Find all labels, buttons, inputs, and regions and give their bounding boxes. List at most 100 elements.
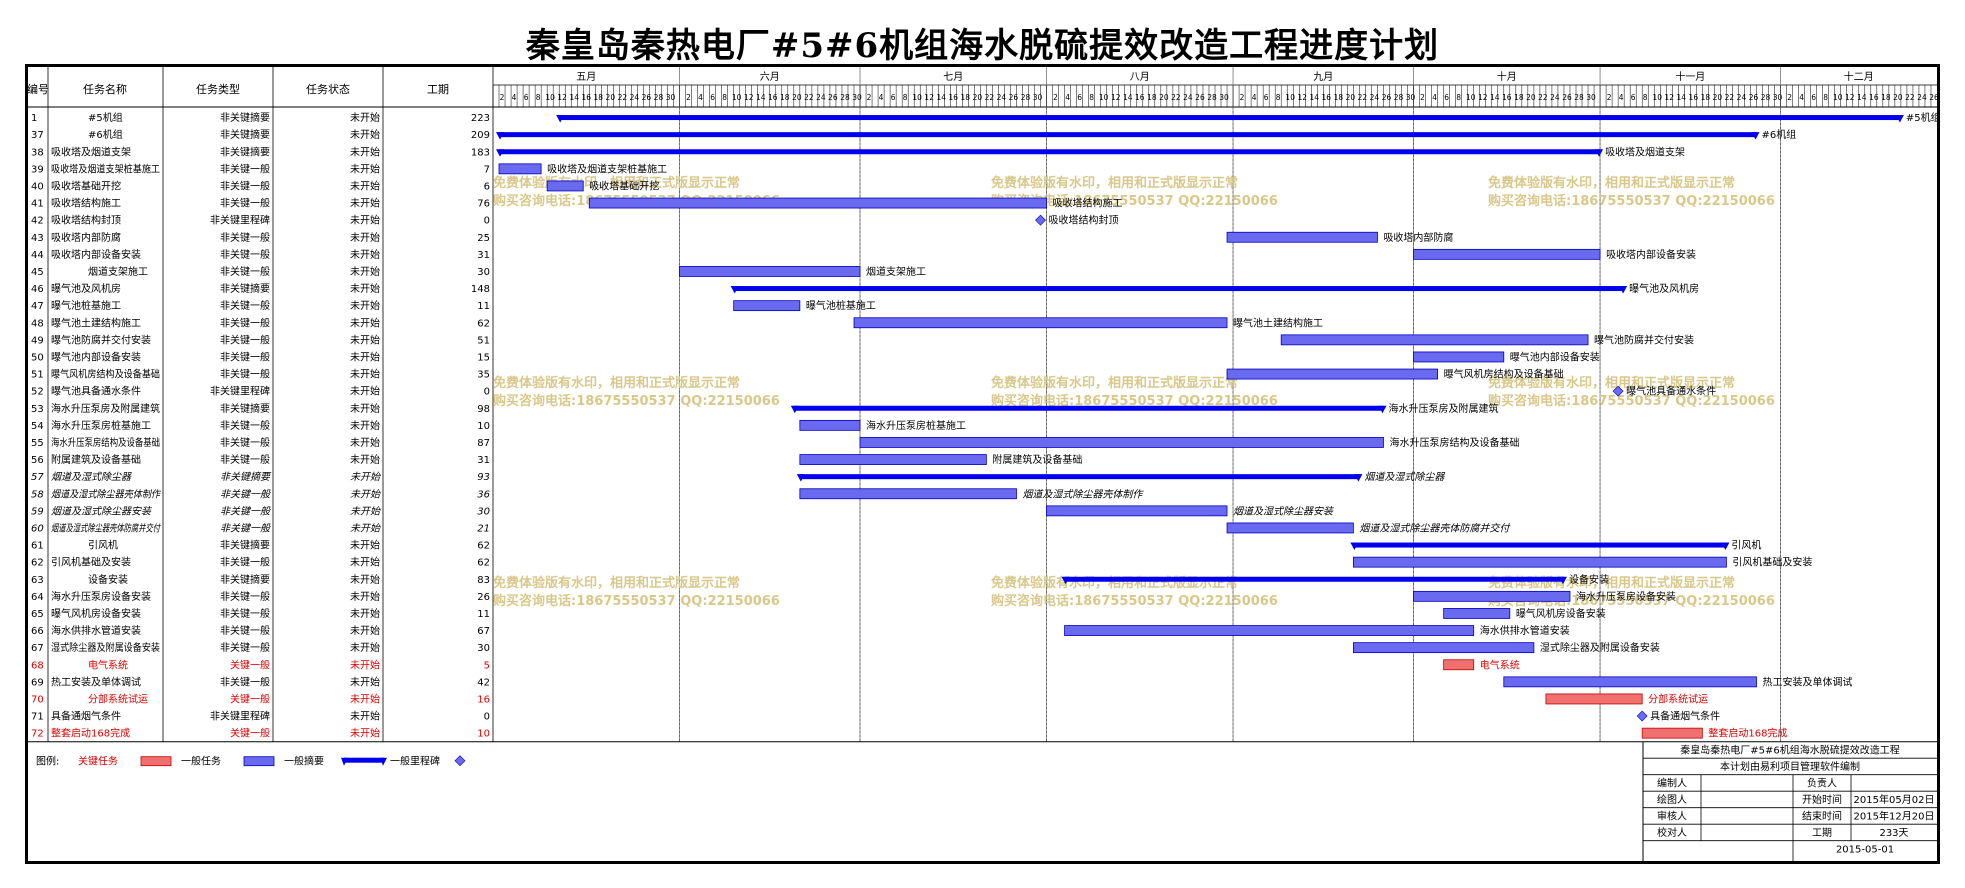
- task-name: #6机组: [88, 128, 123, 141]
- day-label: 2: [1420, 93, 1425, 102]
- task-id: 51: [31, 370, 44, 381]
- task-duration: 30: [477, 506, 490, 517]
- task-duration: 36: [477, 489, 490, 500]
- day-label: 2: [1240, 93, 1245, 102]
- task-type: 非关键一般: [220, 607, 270, 620]
- legend-milestone-label: 一般里程碑: [390, 755, 440, 768]
- day-label: 20: [792, 93, 802, 102]
- task-status: 未开始: [350, 402, 380, 415]
- month-label: 十月: [1497, 70, 1517, 83]
- day-label: 22: [1171, 93, 1181, 102]
- watermark-text: 购买咨询电话:18675550537 QQ:22150066: [991, 393, 1278, 409]
- task-bar: [1280, 334, 1589, 346]
- task-status: 未开始: [350, 333, 380, 346]
- day-label: 8: [1456, 93, 1461, 102]
- day-label: 20: [1346, 93, 1356, 102]
- task-name: 曝气池防腐并交付安装: [51, 333, 151, 346]
- task-duration: 5: [484, 660, 490, 671]
- task-duration: 11: [477, 301, 490, 312]
- task-duration: 15: [477, 352, 490, 363]
- task-id: 45: [31, 267, 44, 278]
- bar-label: 曝气池内部设备安装: [1510, 350, 1600, 363]
- task-name: 曝气池具备通水条件: [51, 385, 141, 398]
- day-label: 16: [1135, 93, 1145, 102]
- task-status: 未开始: [350, 522, 381, 534]
- task-status: 未开始: [350, 179, 380, 192]
- bar-label: 曝气池防腐并交付安装: [1594, 333, 1694, 346]
- day-label: 28: [1394, 93, 1404, 102]
- task-duration: 31: [477, 250, 490, 261]
- task-type: 非关键一般: [220, 556, 270, 569]
- legend-milestone-swatch: [454, 755, 466, 767]
- task-bar: [853, 317, 1228, 329]
- task-status: 未开始: [350, 624, 380, 637]
- task-status: 未开始: [350, 539, 380, 552]
- column-header: 工期: [427, 83, 449, 96]
- day-label: 2: [867, 93, 872, 102]
- day-label: 12: [1297, 93, 1307, 102]
- task-duration: 0: [484, 216, 490, 227]
- task-name: 海水升压泵房结构及设备基础: [51, 436, 160, 449]
- task-id: 56: [31, 455, 44, 466]
- info-cell: 2015年05月02日: [1854, 793, 1935, 806]
- day-label: 26: [1562, 93, 1572, 102]
- bar-label: 曝气池具备通水条件: [1626, 385, 1716, 398]
- task-id: 59: [31, 506, 44, 517]
- column-header: 任务状态: [306, 82, 350, 96]
- legend-prefix: 图例:: [36, 755, 59, 768]
- day-label: 18: [1147, 93, 1157, 102]
- task-type: 非关键摘要: [220, 573, 270, 586]
- task-id: 58: [31, 489, 44, 500]
- day-label: 24: [630, 93, 640, 102]
- task-bar: [588, 197, 1047, 209]
- task-type: 非关键一般: [220, 350, 270, 363]
- summary-cap-start: [1061, 576, 1070, 585]
- task-type: 非关键一般: [220, 522, 271, 534]
- task-name: 热工安装及单体调试: [51, 675, 141, 688]
- day-label: 4: [512, 93, 517, 102]
- task-duration: 10: [477, 421, 490, 432]
- day-label: 8: [903, 93, 908, 102]
- day-label: 26: [1382, 93, 1392, 102]
- bar-label: 设备安装: [1569, 573, 1609, 586]
- bar-label: 曝气池土建结构施工: [1233, 316, 1323, 329]
- task-id: 49: [31, 335, 44, 346]
- day-label: 6: [1631, 93, 1636, 102]
- task-duration: 93: [477, 472, 490, 483]
- month-label: 十二月: [1844, 70, 1874, 83]
- day-label: 28: [654, 93, 664, 102]
- task-status: 未开始: [350, 556, 380, 569]
- summary-bar: [499, 149, 1601, 155]
- day-label: 30: [1219, 93, 1229, 102]
- column-header: 任务类型: [196, 82, 240, 96]
- day-label: 30: [1033, 93, 1043, 102]
- task-name: 烟道支架施工: [88, 265, 148, 278]
- task-name: 引风机: [88, 539, 118, 552]
- summary-cap-end: [1751, 132, 1760, 140]
- day-label: 30: [1586, 93, 1596, 102]
- day-label: 6: [891, 93, 896, 102]
- task-type: 非关键一般: [220, 436, 270, 449]
- day-label: 24: [1550, 93, 1560, 102]
- task-type: 非关键一般: [220, 368, 270, 381]
- bar-label: 烟道及湿式除尘器壳体制作: [1022, 488, 1144, 500]
- bar-label: #5机组: [1906, 111, 1941, 124]
- task-status: 未开始: [350, 248, 380, 261]
- task-type: 非关键一般: [220, 179, 270, 192]
- day-label: 16: [949, 93, 959, 102]
- bar-label: 热工安装及单体调试: [1763, 675, 1853, 688]
- day-label: 26: [642, 93, 652, 102]
- task-id: 68: [31, 660, 44, 671]
- day-label: 12: [1478, 93, 1488, 102]
- task-duration: 0: [484, 387, 490, 398]
- task-type: 非关键摘要: [220, 402, 270, 415]
- bar-label: 具备通烟气条件: [1650, 710, 1720, 723]
- task-status: 未开始: [350, 231, 380, 244]
- day-label: 12: [557, 93, 567, 102]
- day-label: 10: [1285, 93, 1295, 102]
- day-label: 28: [1761, 93, 1771, 102]
- day-label: 4: [1619, 93, 1624, 102]
- task-id: 60: [31, 523, 44, 534]
- task-status: 未开始: [350, 145, 380, 158]
